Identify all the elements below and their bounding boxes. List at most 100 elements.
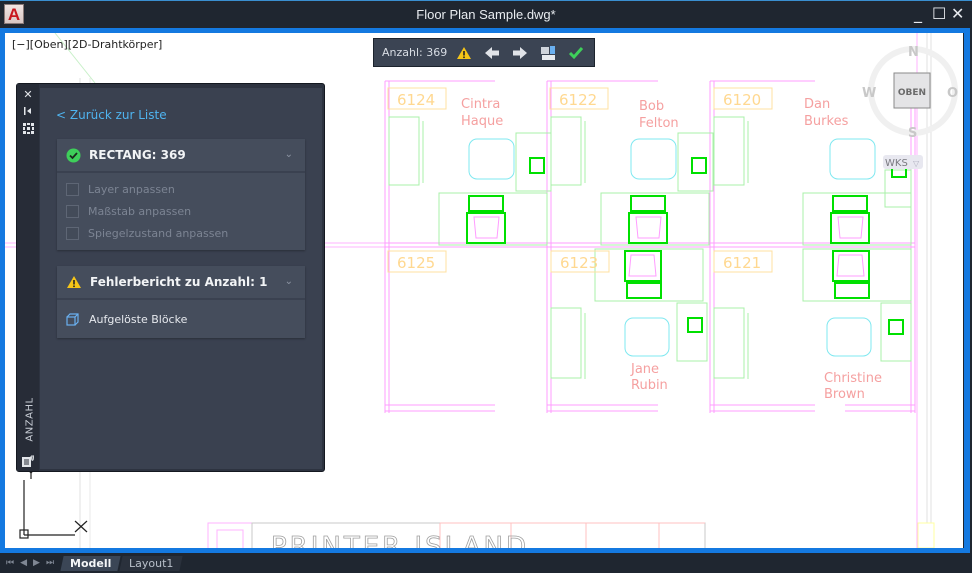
- warning-icon: [67, 276, 81, 288]
- block-count-header[interactable]: RECTANG: 369 ⌄: [57, 139, 305, 173]
- viewcube[interactable]: N S W O OBEN WKS ▽: [853, 33, 963, 183]
- warning-icon[interactable]: [453, 43, 475, 63]
- checkbox[interactable]: [66, 182, 79, 196]
- ucs-dropdown-icon: ▽: [913, 159, 920, 168]
- close-button[interactable]: ✕: [951, 4, 965, 23]
- viewcube-face: [893, 72, 931, 109]
- chevron-down-icon[interactable]: ⌄: [284, 149, 293, 160]
- palette-content: < Zurück zur Liste RECTANG: 369 ⌄ Layer …: [40, 88, 322, 469]
- desk: [802, 192, 912, 246]
- option-match-mirror[interactable]: Spiegelzustand anpassen: [57, 222, 305, 244]
- occupant-last: Felton: [639, 116, 679, 131]
- file-cabinet: [713, 116, 745, 186]
- palette-title: ANZAHL: [24, 397, 36, 442]
- exploded-block-icon: [66, 312, 79, 326]
- checkmark-icon[interactable]: [565, 43, 587, 63]
- tab-model[interactable]: Modell: [60, 555, 122, 571]
- option-label: Spiegelzustand anpassen: [88, 226, 229, 240]
- printer-island-box: [216, 529, 244, 548]
- occupant-first: Dan: [804, 97, 830, 112]
- chevron-down-icon[interactable]: ⌄: [284, 276, 293, 287]
- occupant-first: Cintra: [461, 97, 500, 112]
- chair: [829, 138, 876, 180]
- side-table: [676, 302, 708, 362]
- monitor: [635, 216, 662, 239]
- close-palette-icon[interactable]: ✕: [23, 87, 33, 101]
- svg-text:#: #: [29, 454, 34, 463]
- exploded-blocks-item[interactable]: Aufgelöste Blöcke: [57, 300, 305, 338]
- count-table-icon[interactable]: [537, 43, 559, 63]
- monitor: [628, 254, 657, 277]
- autocad-logo-icon[interactable]: A: [4, 4, 24, 24]
- next-arrow-icon[interactable]: [509, 43, 531, 63]
- count-toolbar: Anzahl: 369: [373, 38, 595, 67]
- side-table: [884, 169, 912, 208]
- ucs-menu: [883, 155, 923, 169]
- viewport-controls[interactable]: [−][Oben][2D-Drahtkörper]: [12, 38, 163, 51]
- phone-block: [529, 157, 545, 174]
- side-table: [677, 132, 714, 192]
- file-cabinet: [713, 307, 745, 379]
- room-number: 6121: [723, 254, 761, 272]
- autohide-icon[interactable]: [22, 105, 34, 117]
- previous-arrow-icon[interactable]: [481, 43, 503, 63]
- success-check-icon: [66, 148, 81, 162]
- count-label: Anzahl: 369: [382, 46, 448, 59]
- exploded-blocks-label: Aufgelöste Blöcke: [89, 312, 188, 326]
- room-tag-box: [387, 250, 447, 273]
- compass-south: S: [908, 126, 917, 141]
- next-tab-icon[interactable]: ▶: [33, 558, 40, 568]
- drawing-frame: [0, 28, 970, 553]
- maximize-button[interactable]: ☐: [932, 4, 947, 23]
- keyboard-block: [834, 282, 870, 299]
- checkbox[interactable]: [66, 226, 79, 240]
- occupant-names: Cintra Haque Bob Felton Dan Burkes Jane …: [461, 97, 882, 402]
- keyboard-block: [630, 195, 666, 212]
- count-palette: ✕ ANZAHL # < Zurück zur Liste RECTANG: 3…: [16, 83, 325, 472]
- monitor-block: [624, 250, 662, 282]
- error-report-card: Fehlerbericht zu Anzahl: 1 ⌄ Aufgelöste …: [57, 266, 305, 338]
- keyboard-block: [626, 282, 662, 299]
- checkbox[interactable]: [66, 204, 79, 218]
- last-tab-icon[interactable]: ⏭: [45, 558, 55, 568]
- compass-north: N: [908, 45, 919, 60]
- app-logo-letter: A: [7, 4, 21, 24]
- palette-title-strip[interactable]: ✕ ANZAHL #: [17, 84, 39, 471]
- desk: [802, 248, 912, 302]
- occupant-first: Jane: [630, 362, 659, 377]
- monitor: [837, 216, 864, 239]
- room-number: 6122: [559, 91, 597, 109]
- previous-tab-icon[interactable]: ◀: [20, 558, 28, 568]
- desk: [594, 248, 704, 302]
- chair: [468, 138, 515, 180]
- occupant-first: Christine: [824, 371, 882, 386]
- plan-geometry: [384, 80, 916, 413]
- file-cabinet: [388, 116, 420, 186]
- option-match-layer[interactable]: Layer anpassen: [57, 178, 305, 200]
- chair: [630, 138, 677, 180]
- side-table: [880, 302, 912, 362]
- monitor-block: [466, 212, 506, 244]
- occupant-last: Haque: [461, 114, 503, 129]
- room-tag-box: [387, 87, 447, 110]
- back-to-list-link[interactable]: < Zurück zur Liste: [56, 108, 167, 122]
- desk: [438, 192, 548, 246]
- minimize-button[interactable]: _: [914, 4, 922, 23]
- room-number: 6123: [560, 254, 598, 272]
- file-cabinet: [550, 116, 582, 186]
- option-match-scale[interactable]: Maßstab anpassen: [57, 200, 305, 222]
- properties-icon[interactable]: [22, 122, 34, 134]
- first-tab-icon[interactable]: ⏮: [6, 558, 15, 568]
- error-report-header[interactable]: Fehlerbericht zu Anzahl: 1 ⌄: [57, 266, 305, 300]
- error-report-title: Fehlerbericht zu Anzahl: 1: [90, 275, 268, 289]
- room-number: 6125: [397, 254, 435, 272]
- room-tag-box: [550, 250, 610, 273]
- tab-layout1-label: Layout1: [129, 556, 174, 570]
- layout-tab-bar: ⏮ ◀ ▶ ⏭ Modell Layout1: [0, 553, 972, 573]
- room-tag-box: [713, 87, 773, 110]
- tab-layout1[interactable]: Layout1: [119, 555, 184, 571]
- keyboard-block: [832, 195, 868, 212]
- monitor: [836, 254, 865, 277]
- viewcube-face-label: OBEN: [898, 88, 926, 98]
- compass-east: O: [947, 86, 958, 101]
